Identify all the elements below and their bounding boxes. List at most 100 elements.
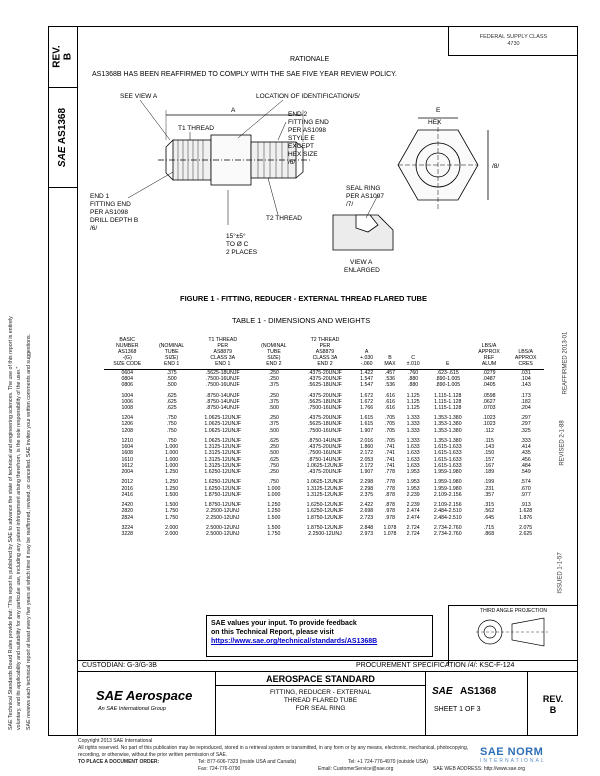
- table-cell: .231: [483, 485, 495, 492]
- label-location: LOCATION OF IDENTIFICATION/5/: [256, 93, 360, 100]
- sae-norm-watermark: SAE NORM INTERNATIONAL: [480, 746, 546, 764]
- table-header-line: NUMBER: [115, 342, 139, 349]
- table-cell: 1.953: [406, 479, 420, 486]
- table-header-line: END 1: [215, 360, 231, 367]
- table-cell: .7500-16UNJF: [308, 450, 342, 457]
- table-cell: .500: [166, 376, 177, 383]
- order-fax: Fax: 724-776-0790: [198, 766, 241, 772]
- label-angle-3: 2 PLACES: [226, 249, 258, 256]
- table-cell: .104: [520, 376, 531, 383]
- table-cell: .8750-14UNJF: [205, 405, 240, 412]
- table-cell: .4375-20UNJF: [308, 469, 342, 476]
- table-cell: .536: [384, 376, 395, 383]
- table-cell: 1.000: [165, 444, 179, 451]
- title-line-2: THREAD FLARED TUBE: [283, 697, 358, 705]
- reaffirmed-date-area: REAFFIRMED 2013-01: [560, 332, 576, 480]
- table-header-line: END 1: [163, 360, 180, 367]
- table-cell: 2.298: [360, 479, 374, 486]
- label-dim-8: /8/: [492, 163, 499, 170]
- table-cell: .978: [384, 514, 395, 521]
- table-cell: 1.907: [360, 469, 374, 476]
- table-cell: 2.075: [519, 524, 533, 531]
- label-angle-2: TO Ø C: [226, 241, 249, 248]
- title-block-rev: REV. B: [528, 672, 578, 736]
- table-cell: 2.2500-12UNJ: [206, 508, 240, 515]
- fitting-drawing: SEE VIEW A LOCATION OF IDENTIFICATION/5/…: [90, 93, 499, 274]
- table-cell: 1.500: [267, 524, 281, 531]
- table-cell: .375: [268, 382, 279, 389]
- feedback-link[interactable]: https://www.sae.org/technical/standards/…: [211, 638, 378, 646]
- table-cell: 2.298: [360, 485, 374, 492]
- table-cell: 1.953: [406, 469, 420, 476]
- table-cell: .880: [408, 382, 419, 389]
- custodian-label: CUSTODIAN: G-3/G-3B: [82, 662, 157, 669]
- table-cell: 2820: [121, 508, 133, 515]
- table-cell: .297: [520, 415, 531, 422]
- table-header-line: AS1368: [117, 348, 137, 355]
- table-cell: 2.2500-12UNJ: [206, 514, 240, 521]
- table-cell: .741: [384, 462, 395, 469]
- table-cell: .333: [520, 437, 531, 444]
- table-cell: 1.672: [360, 392, 374, 399]
- table-cell: 1.953: [406, 485, 420, 492]
- table-cell: 1.3125-12UNJF: [204, 450, 242, 457]
- label-end2-2: FITTING END: [288, 119, 329, 126]
- table-header-line: CLASS 3A: [210, 354, 236, 361]
- table-cell: 1.422: [360, 369, 374, 376]
- table-cell: 1.115-1.128: [434, 398, 462, 405]
- table-cell: 2016: [121, 485, 133, 492]
- table-cell: 1.633: [406, 450, 420, 457]
- table-cell: 1208: [121, 427, 133, 434]
- location-leader: [237, 99, 284, 139]
- table-cell: 2.375: [360, 491, 374, 498]
- custodian-row: CUSTODIAN: G-3/G-3B PROCUREMENT SPECIFIC…: [78, 660, 578, 672]
- table-cell: 2.848: [360, 524, 374, 531]
- table-cell: .7500-16UNJF: [308, 427, 342, 434]
- table-cell: 1.353-1.380: [433, 437, 462, 444]
- table-cell: 2.734-2.760: [433, 524, 462, 531]
- table-cell: .1023: [482, 415, 496, 422]
- table-cell: 1.876: [519, 514, 533, 521]
- table-cell: .5625-18UNJF: [308, 382, 342, 389]
- table-cell: 2.734-2.760: [433, 531, 462, 537]
- table-cell: 2.172: [360, 450, 374, 457]
- table-cell: .645: [483, 514, 495, 521]
- label-end2-3: PER AS1098: [288, 127, 326, 134]
- table-cell: 1.8750-12UNJF: [204, 491, 242, 498]
- sae-mark-small: SAE: [432, 686, 453, 697]
- table-cell: 1.250: [165, 485, 179, 492]
- table-header-line: AS8879: [315, 348, 335, 355]
- table-cell: .750: [166, 415, 177, 422]
- web-address[interactable]: SAE WEB ADDRESS: http://www.sae.org: [433, 766, 525, 772]
- table-cell: 2.484-2.510: [433, 508, 462, 515]
- federal-supply-class-box: FEDERAL SUPPLY CLASS 4730: [448, 26, 578, 56]
- table-cell: 1608: [121, 450, 133, 457]
- table-cell: 1.3125-12UNJF: [306, 485, 344, 492]
- table-cell: .705: [384, 421, 395, 428]
- table-header-line: TUBE: [164, 348, 179, 355]
- table-cell: 1.250: [267, 502, 281, 509]
- table-cell: .0703: [482, 405, 496, 412]
- table-header-line: +.030: [360, 354, 374, 361]
- label-end1-2: FITTING END: [90, 201, 131, 208]
- reaffirmed-date: REAFFIRMED 2013-01: [562, 331, 569, 395]
- table-cell: .375: [268, 421, 279, 428]
- table-cell: 2824: [121, 514, 133, 521]
- table-cell: 1610: [121, 456, 133, 463]
- table-cell: .8750-14UNJF: [308, 437, 342, 444]
- table-header-line: CLASS 3A: [312, 354, 338, 361]
- sheet-number: SHEET 1 OF 3: [434, 706, 481, 713]
- table-cell: 1.750: [165, 508, 179, 515]
- table-header-cell: C±.010: [401, 338, 425, 370]
- table-cell: 2.053: [360, 456, 374, 463]
- label-end1-5: /6/: [90, 225, 97, 232]
- table-header-line: C: [411, 354, 416, 361]
- table-cell: 1210: [121, 437, 133, 444]
- table-cell: 1.615-1.633: [433, 444, 462, 451]
